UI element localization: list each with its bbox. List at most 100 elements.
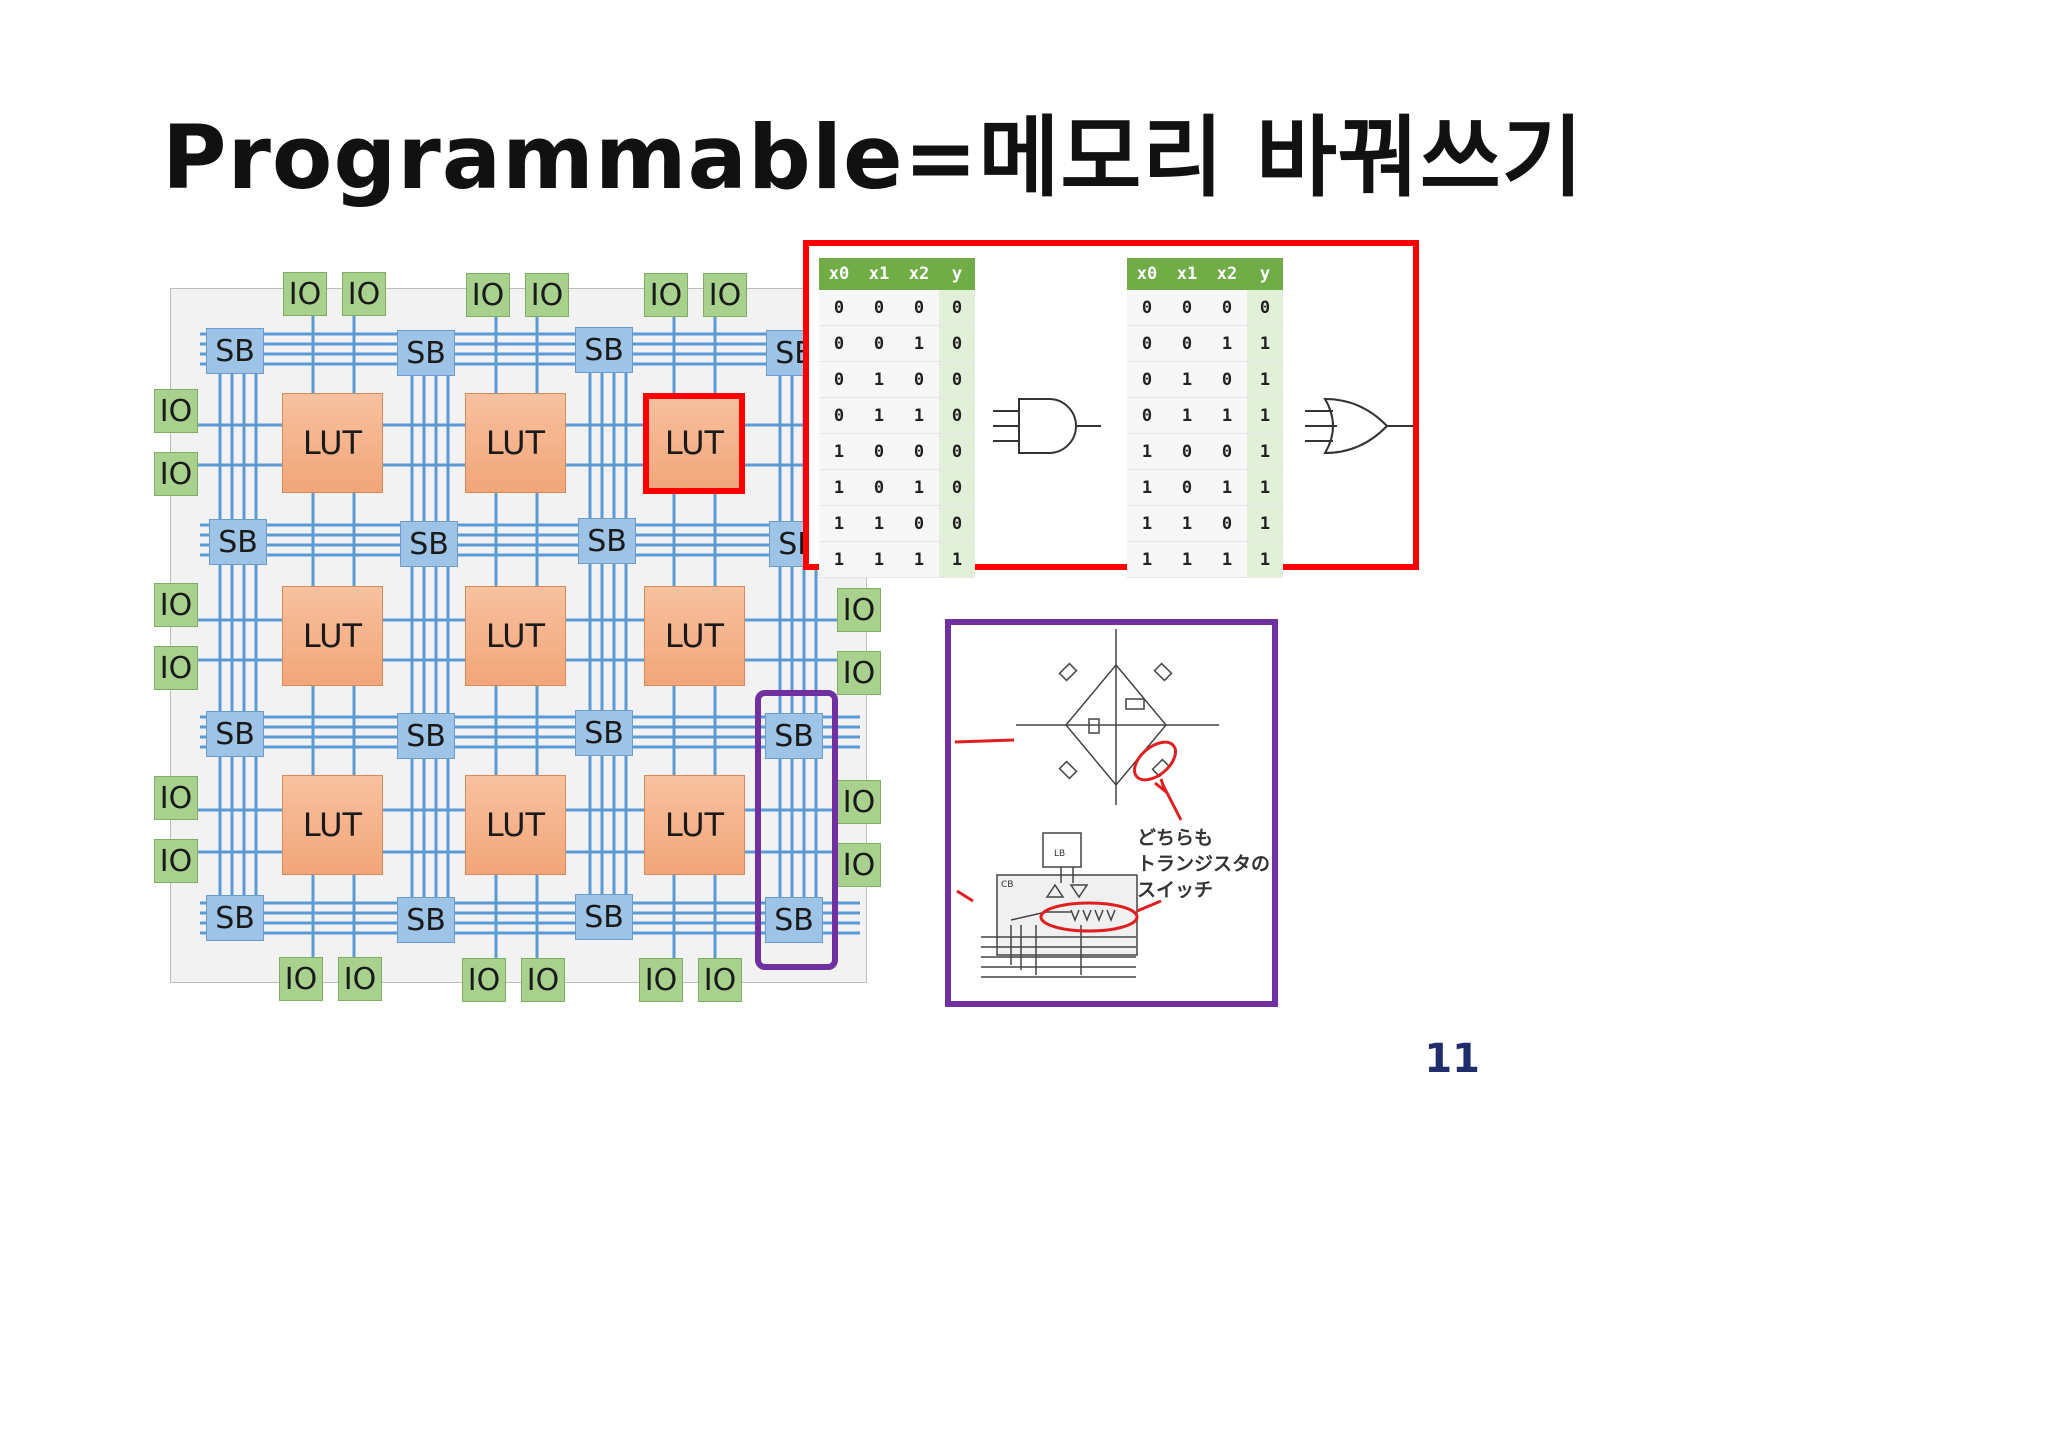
switch-box: SB [206, 895, 264, 941]
truth-table-cell: 0 [859, 433, 899, 470]
truth-table-cell: 0 [1167, 469, 1207, 506]
truth-table-cell: 0 [899, 290, 939, 326]
truth-table-header: x2 [1207, 258, 1247, 290]
truth-table-cell: 1 [1247, 541, 1283, 578]
truth-table-cell: 0 [939, 325, 975, 362]
truth-table-cell: 1 [819, 505, 859, 542]
truth-table-cell: 0 [859, 469, 899, 506]
truth-table-cell: 0 [939, 433, 975, 470]
lut-highlight-frame [643, 393, 745, 494]
switch-matrix-diagram: LB CB [954, 629, 1219, 978]
truth-table-cell: 0 [859, 290, 899, 326]
io-block: IO [525, 273, 569, 317]
truth-table-cell: 0 [1167, 325, 1207, 362]
truth-table-cell: 0 [1207, 290, 1247, 326]
io-block: IO [338, 957, 382, 1001]
switch-box: SB [397, 330, 455, 376]
switch-box: SB [575, 327, 633, 373]
lut-block: LUT [465, 393, 566, 493]
page-number: 11 [1424, 1036, 1480, 1082]
io-block: IO [639, 958, 683, 1002]
io-block: IO [698, 958, 742, 1002]
lut-block: LUT [644, 586, 745, 686]
truth-table-cell: 1 [819, 541, 859, 578]
truth-table-cell: 0 [1127, 361, 1167, 398]
truth-table-cell: 0 [899, 361, 939, 398]
cb-label: CB [1001, 880, 1013, 890]
io-block: IO [154, 583, 198, 627]
lut-block: LUT [644, 775, 745, 875]
truth-table-cell: 1 [939, 541, 975, 578]
truth-table-cell: 0 [819, 290, 859, 326]
truth-table-cell: 0 [859, 325, 899, 362]
truth-table-cell: 0 [1207, 433, 1247, 470]
truth-table-cell: 1 [859, 505, 899, 542]
or-gate-icon [1305, 397, 1413, 455]
truth-table-cell: 0 [819, 361, 859, 398]
truth-table-cell: 1 [1207, 325, 1247, 362]
truth-table-header: x1 [1167, 258, 1207, 290]
truth-table-cell: 1 [899, 397, 939, 434]
truth-table-cell: 1 [1247, 469, 1283, 506]
truth-table-cell: 0 [819, 325, 859, 362]
io-block: IO [521, 958, 565, 1002]
lut-block: LUT [465, 586, 566, 686]
lut-block: LUT [282, 775, 383, 875]
io-block: IO [154, 646, 198, 690]
io-block: IO [279, 957, 323, 1001]
annotation-line: どちらも [1137, 827, 1214, 849]
io-block: IO [837, 651, 881, 695]
truth-table-cell: 0 [1127, 290, 1167, 326]
truth-table-cell: 1 [1167, 541, 1207, 578]
truth-table-cell: 0 [939, 505, 975, 542]
truth-table-cell: 1 [819, 469, 859, 506]
truth-table-cell: 1 [859, 361, 899, 398]
truth-table-header: x0 [819, 258, 859, 290]
transistor-switch-panel: LB CB どちらも トランジスタの スイッチ [945, 619, 1278, 1007]
truth-table-cell: 1 [1247, 433, 1283, 470]
truth-table-cell: 1 [1127, 433, 1167, 470]
lb-label: LB [1054, 849, 1065, 859]
io-block: IO [703, 273, 747, 317]
lut-block: LUT [282, 586, 383, 686]
truth-table-cell: 0 [1127, 397, 1167, 434]
switch-box: SB [209, 519, 267, 565]
truth-table-cell: 1 [1167, 361, 1207, 398]
truth-table-cell: 1 [859, 541, 899, 578]
truth-table-cell: 0 [819, 397, 859, 434]
annotation-line: トランジスタの [1137, 853, 1271, 875]
switch-box: SB [575, 894, 633, 940]
truth-table-cell: 1 [1207, 541, 1247, 578]
truth-table-cell: 1 [1247, 505, 1283, 542]
truth-table-cell: 0 [939, 469, 975, 506]
switch-box: SB [400, 521, 458, 567]
truth-table-cell: 1 [1207, 397, 1247, 434]
truth-table-cell: 1 [1167, 505, 1207, 542]
and-gate-icon [993, 398, 1101, 454]
truth-table-cell: 1 [1207, 469, 1247, 506]
io-block: IO [283, 272, 327, 316]
truth-table-cell: 1 [899, 541, 939, 578]
switch-box: SB [397, 713, 455, 759]
truth-table-cell: 0 [939, 290, 975, 326]
io-block: IO [837, 780, 881, 824]
io-block: IO [154, 389, 198, 433]
truth-table-cell: 1 [1247, 397, 1283, 434]
io-block: IO [466, 273, 510, 317]
truth-table-cell: 0 [899, 433, 939, 470]
truth-table-cell: 0 [1127, 325, 1167, 362]
